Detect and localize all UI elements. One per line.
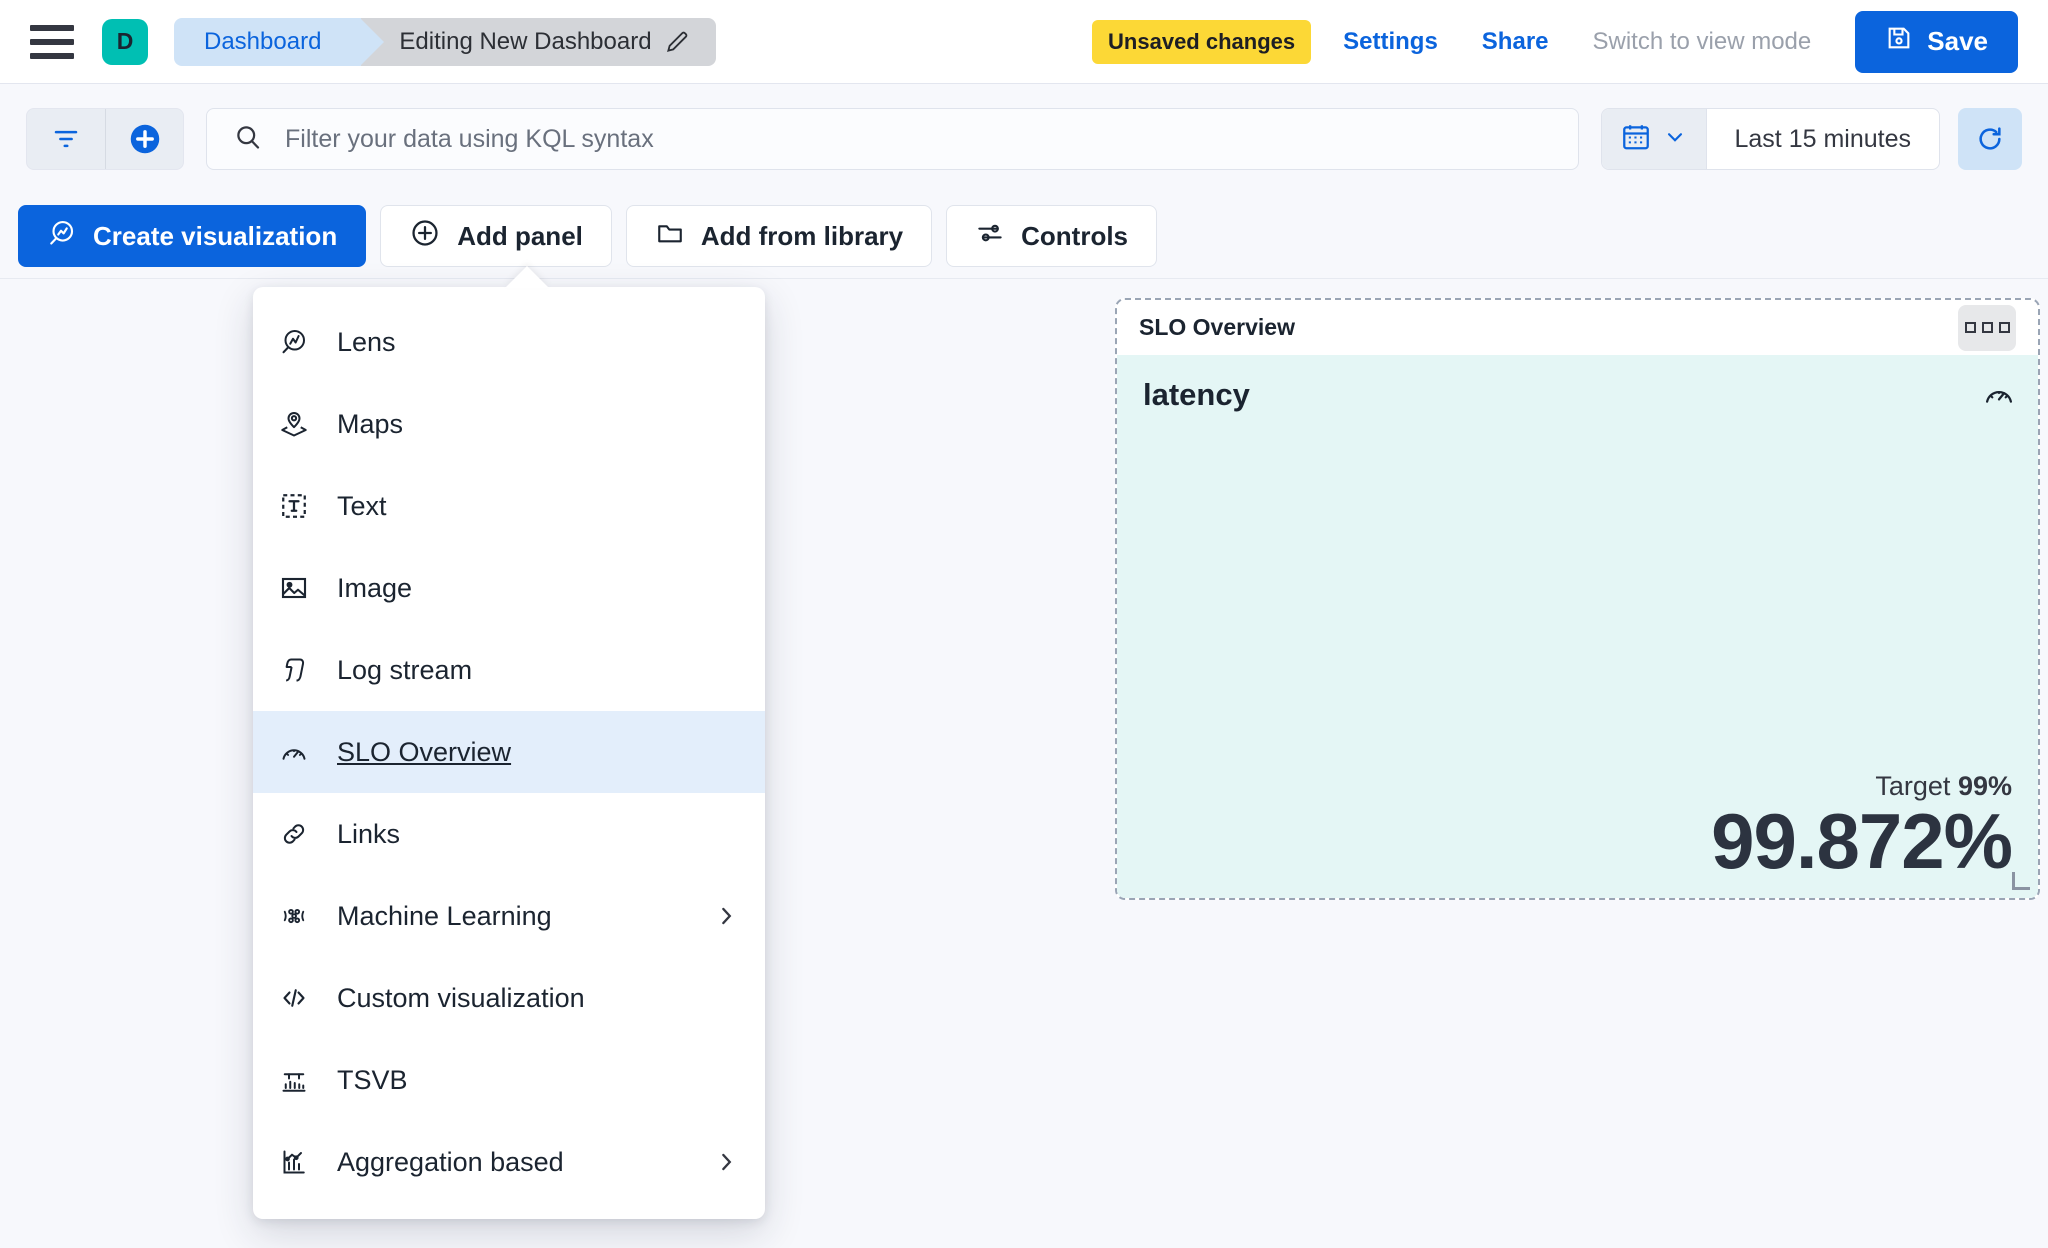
map-marker-layers-icon <box>279 409 309 439</box>
menu-item-aggregation-based[interactable]: Aggregation based <box>253 1121 765 1203</box>
menu-item-label: Links <box>337 818 401 849</box>
chevron-down-icon <box>1662 124 1688 155</box>
text-box-icon <box>279 491 309 521</box>
image-icon <box>279 573 309 603</box>
menu-item-slo-overview[interactable]: SLO Overview <box>253 711 765 793</box>
time-range-value[interactable]: Last 15 minutes <box>1734 124 1912 153</box>
search-input-placeholder: Filter your data using KQL syntax <box>285 124 654 153</box>
controls-label: Controls <box>1021 220 1129 251</box>
menu-item-label: Aggregation based <box>337 1146 564 1177</box>
aggregation-chart-icon <box>279 1147 309 1177</box>
menu-item-label: TSVB <box>337 1064 408 1095</box>
controls-button[interactable]: Controls <box>946 205 1158 267</box>
log-stream-icon <box>279 655 309 685</box>
menu-item-label: Maps <box>337 408 404 439</box>
menu-item-label: SLO Overview <box>337 736 512 767</box>
pencil-icon[interactable] <box>664 29 690 55</box>
add-panel-button[interactable]: Add panel <box>380 205 612 267</box>
lens-icon <box>47 218 77 255</box>
gauge-icon <box>1982 377 2016 416</box>
avatar-letter: D <box>116 28 134 54</box>
menu-item-links[interactable]: Links <box>253 793 765 875</box>
create-visualization-label: Create visualization <box>93 220 338 251</box>
plus-circle-icon[interactable] <box>105 109 183 169</box>
calendar-icon <box>1620 121 1652 158</box>
search-input[interactable]: Filter your data using KQL syntax <box>206 108 1579 170</box>
breadcrumb-current-label: Editing New Dashboard <box>399 27 652 55</box>
slo-target-value: 99% <box>1957 771 2012 802</box>
menu-item-log-stream[interactable]: Log stream <box>253 629 765 711</box>
panel-header: SLO Overview <box>1117 300 2038 355</box>
link-icon <box>279 819 309 849</box>
code-brackets-icon <box>279 983 309 1013</box>
more-horizontal-icon[interactable] <box>1958 304 2016 351</box>
menu-item-label: Text <box>337 490 387 521</box>
panel-body: latency Target 99% 99.872% <box>1117 355 2038 898</box>
folder-icon <box>655 218 685 255</box>
lens-icon <box>279 327 309 357</box>
breadcrumb-dashboard[interactable]: Dashboard <box>174 17 385 66</box>
resize-corner-icon[interactable] <box>2012 872 2030 890</box>
search-icon <box>233 122 263 157</box>
app-header: D Dashboard Editing New Dashboard Unsave… <box>0 0 2048 84</box>
slo-metric-name: latency <box>1143 377 1250 412</box>
slo-target: Target 99% <box>1711 771 2012 802</box>
calendar-quick-select[interactable] <box>1601 109 1707 169</box>
date-picker: Last 15 minutes <box>1600 108 1940 170</box>
slo-target-label: Target <box>1875 771 1951 802</box>
add-from-library-label: Add from library <box>700 220 904 251</box>
share-link[interactable]: Share <box>1481 27 1549 55</box>
dashboard-edit-toolbar: Create visualization Add panel Add from … <box>0 194 2048 278</box>
chevron-right-icon <box>713 903 739 929</box>
menu-item-tsvb[interactable]: TSVB <box>253 1039 765 1121</box>
save-button[interactable]: Save <box>1855 10 2018 73</box>
menu-item-custom-visualization[interactable]: Custom visualization <box>253 957 765 1039</box>
chevron-right-icon <box>713 1149 739 1175</box>
menu-item-image[interactable]: Image <box>253 547 765 629</box>
status-badge-unsaved[interactable]: Unsaved changes <box>1092 19 1312 64</box>
hamburger-icon[interactable] <box>30 24 74 59</box>
menu-item-lens[interactable]: Lens <box>253 301 765 383</box>
breadcrumb-dashboard-label: Dashboard <box>204 27 322 55</box>
add-panel-menu: Lens Maps Text <box>253 287 765 1219</box>
menu-item-maps[interactable]: Maps <box>253 383 765 465</box>
tsvb-chart-icon <box>279 1065 309 1095</box>
menu-item-text[interactable]: Text <box>253 465 765 547</box>
menu-item-label: Lens <box>337 326 396 357</box>
save-disk-icon <box>1885 24 1913 59</box>
filter-button-group <box>26 108 184 170</box>
add-panel-label: Add panel <box>457 220 583 251</box>
slo-overview-panel[interactable]: SLO Overview latency Target 99% 99.872% <box>1115 298 2040 900</box>
avatar[interactable]: D <box>102 18 148 65</box>
breadcrumb-current[interactable]: Editing New Dashboard <box>361 17 716 66</box>
query-bar: Filter your data using KQL syntax Last 1… <box>0 84 2048 194</box>
menu-arrow <box>505 266 549 288</box>
menu-item-label: Custom visualization <box>337 982 585 1013</box>
breadcrumb: Dashboard Editing New Dashboard <box>174 17 716 66</box>
create-visualization-button[interactable]: Create visualization <box>18 205 367 267</box>
settings-link[interactable]: Settings <box>1343 27 1438 55</box>
machine-learning-icon <box>279 901 309 931</box>
panel-title: SLO Overview <box>1139 314 1295 340</box>
filter-icon[interactable] <box>27 109 105 169</box>
add-from-library-button[interactable]: Add from library <box>625 205 933 267</box>
menu-item-label: Image <box>337 572 413 603</box>
menu-item-label: Machine Learning <box>337 900 552 931</box>
switch-view-mode-link[interactable]: Switch to view mode <box>1592 27 1812 55</box>
menu-item-label: Log stream <box>337 654 473 685</box>
menu-item-machine-learning[interactable]: Machine Learning <box>253 875 765 957</box>
header-actions: Unsaved changes Settings Share Switch to… <box>1092 10 2048 73</box>
refresh-button[interactable] <box>1958 108 2022 170</box>
gauge-icon <box>279 737 309 767</box>
plus-circle-outline-icon <box>409 217 441 256</box>
slo-sli-value: 99.872% <box>1711 797 2013 886</box>
slo-values: Target 99% 99.872% <box>1711 771 2013 886</box>
controls-sliders-icon <box>975 218 1005 255</box>
save-button-label: Save <box>1927 26 1988 56</box>
